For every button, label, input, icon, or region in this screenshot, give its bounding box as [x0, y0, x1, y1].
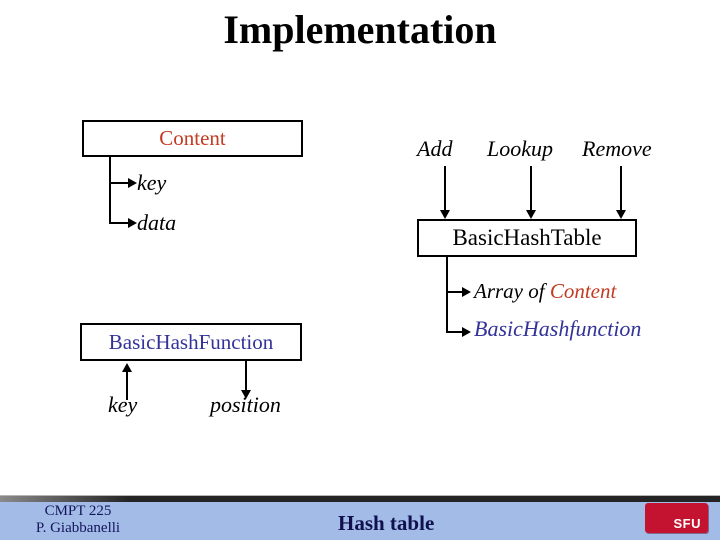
key-input-arrow-line: [126, 371, 128, 400]
add-arrow-line: [444, 166, 446, 211]
basic-hash-table-label: BasicHashTable: [452, 225, 602, 250]
footer-course-block: CMPT 225 P. Giabbanelli: [16, 503, 140, 537]
array-of-content-label: Array of Content: [474, 279, 616, 304]
array-of-prefix: Array of: [474, 279, 550, 303]
content-data-arrowhead-icon: [128, 218, 137, 228]
content-key-branch-line: [111, 182, 129, 184]
hashfunction-member-branch-line: [448, 331, 463, 333]
hash-function-output-label: position: [210, 392, 281, 417]
position-output-arrow-line: [245, 361, 247, 391]
slide-title: Implementation: [223, 7, 497, 52]
remove-arrow-line: [620, 166, 622, 211]
hashfunction-member-label: BasicHashfunction: [474, 316, 642, 341]
footer-course-code: CMPT 225: [44, 503, 112, 519]
basic-hash-table-box: BasicHashTable: [417, 219, 637, 257]
footer-author: P. Giabbanelli: [35, 520, 121, 536]
hash-function-input-label: key: [108, 392, 138, 417]
array-content-highlight: Content: [549, 279, 617, 303]
footer-divider-rule: [0, 495, 720, 502]
array-arrowhead-icon: [462, 287, 471, 297]
content-tree-vertical-line: [109, 157, 111, 224]
operation-lookup-label: Lookup: [487, 136, 553, 161]
footer-topic-label: Hash table: [338, 511, 435, 535]
remove-arrowhead-icon: [616, 210, 626, 219]
position-output-arrowhead-icon: [241, 390, 251, 399]
lookup-arrowhead-icon: [526, 210, 536, 219]
lookup-arrow-line: [530, 166, 532, 211]
sfu-logo-text: SFU: [673, 516, 701, 531]
hashtable-tree-vertical-line: [446, 257, 448, 333]
content-field-data-label: data: [137, 210, 177, 235]
footer-bar: [0, 502, 720, 540]
basic-hash-function-label: BasicHashFunction: [108, 329, 274, 354]
operation-remove-label: Remove: [582, 136, 652, 161]
hashfunction-member-arrowhead-icon: [462, 327, 471, 337]
content-field-key-label: key: [137, 170, 167, 195]
content-data-branch-line: [111, 222, 129, 224]
add-arrowhead-icon: [440, 210, 450, 219]
sfu-logo: SFU: [645, 503, 708, 533]
basic-hash-function-box: BasicHashFunction: [80, 323, 302, 361]
content-key-arrowhead-icon: [128, 178, 137, 188]
operation-add-label: Add: [417, 136, 453, 161]
content-class-box: Content: [82, 120, 303, 157]
key-input-arrowhead-icon: [122, 363, 132, 372]
content-class-label: Content: [159, 126, 226, 150]
array-branch-line: [448, 291, 463, 293]
